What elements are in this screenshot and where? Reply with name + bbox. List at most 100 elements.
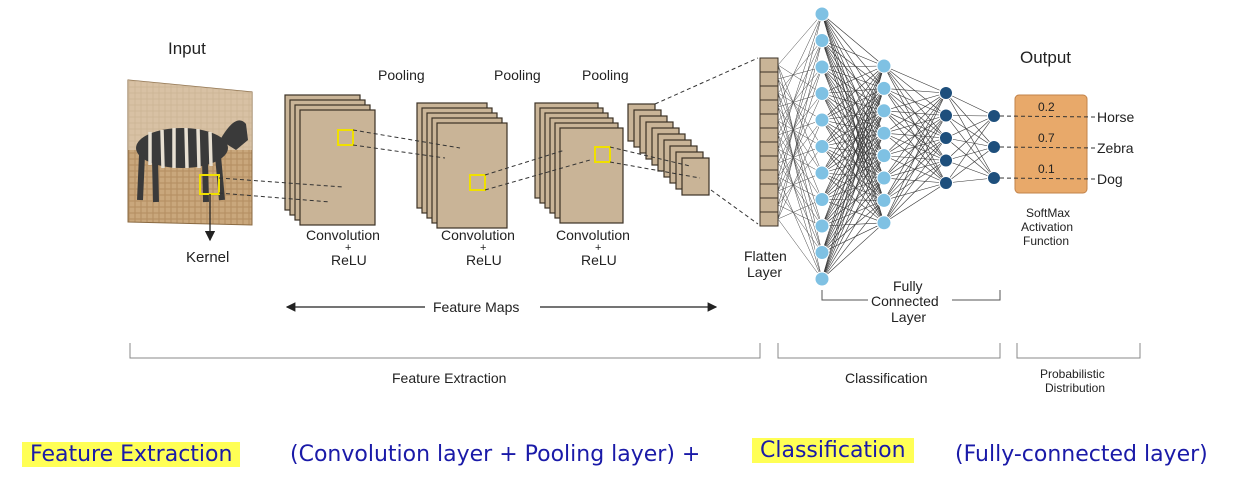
node-2-7 (876, 192, 892, 208)
svg-text:Convolution: Convolution (556, 227, 630, 243)
svg-text:+: + (595, 242, 601, 254)
pooling-label-1: Pooling (378, 67, 425, 83)
probabilistic-section-label-1: Probabilistic (1040, 367, 1105, 381)
flatten-label-2: Layer (747, 264, 782, 280)
edge-0-7-0 (821, 65, 885, 200)
edge-1-3-0 (883, 92, 947, 134)
flatten-cell-11 (759, 197, 779, 213)
flatten-cell-4 (759, 99, 779, 115)
edge-0-4-5 (821, 119, 885, 179)
edge-flatten-10-8 (777, 204, 823, 227)
edge-0-9-0 (821, 65, 885, 253)
fc-bracket (821, 290, 1001, 301)
edge-0-1-6 (821, 40, 885, 201)
edge-0-9-5 (821, 177, 885, 253)
edge-0-5-1 (821, 88, 885, 147)
edge-2-3-2 (945, 160, 995, 179)
flatten-cell-9 (759, 169, 779, 185)
edge-flatten-11-10 (777, 218, 823, 280)
flatten-cell-12 (759, 211, 779, 227)
edge-flatten-8-10 (777, 176, 823, 280)
node-1-1 (814, 6, 830, 22)
edge-flatten-2-1 (777, 40, 823, 94)
projection-line-9 (654, 57, 759, 105)
edge-flatten-8-7 (777, 176, 823, 200)
edge-0-8-0 (821, 65, 885, 227)
edge-0-3-5 (821, 93, 885, 179)
edge-0-10-7 (821, 222, 885, 280)
node-1-11 (814, 271, 830, 287)
node-3-5 (939, 176, 953, 190)
edge-0-6-3 (821, 132, 885, 174)
edge-2-1-1 (945, 115, 995, 148)
output-class-1: Horse (1097, 109, 1135, 125)
edge-0-2-5 (821, 66, 885, 179)
edge-flatten-6-3 (777, 93, 823, 150)
node-3-1 (939, 86, 953, 100)
flatten-cell-2 (759, 71, 779, 87)
edge-2-1-2 (945, 115, 995, 179)
edge-0-9-3 (821, 133, 885, 253)
edge-0-0-3 (821, 13, 885, 134)
edge-0-3-1 (821, 88, 885, 94)
edge-flatten-8-4 (777, 119, 823, 178)
edge-flatten-9-6 (777, 172, 823, 192)
edge-2-0-0 (945, 92, 995, 117)
conv-relu-label-1: Convolution + ReLU (306, 227, 380, 268)
node-1-7 (814, 165, 830, 181)
pooling-label-2: Pooling (494, 67, 541, 83)
edge-0-8-2 (821, 110, 885, 227)
edge-0-8-4 (821, 155, 885, 227)
conv-relu-label-3: Convolution + ReLU (556, 227, 630, 268)
edge-0-2-2 (821, 66, 885, 112)
edge-flatten-3-9 (777, 106, 823, 253)
edge-flatten-1-5 (777, 78, 823, 147)
node-1-10 (814, 245, 830, 260)
edge-flatten-11-7 (777, 199, 823, 220)
projection-line-2 (218, 192, 331, 203)
softmax-label-2: Activation (1021, 220, 1073, 234)
edge-0-0-4 (821, 13, 885, 156)
edge-flatten-4-8 (777, 120, 823, 227)
edge-0-1-2 (821, 40, 885, 111)
caption-feature-extraction: Feature Extraction (22, 442, 241, 467)
edge-2-2-1 (945, 137, 995, 148)
edge-flatten-4-5 (777, 120, 823, 147)
kernel-label: Kernel (186, 249, 229, 266)
edge-0-5-3 (821, 132, 885, 147)
edge-flatten-6-9 (777, 148, 823, 253)
edge-0-0-5 (821, 13, 885, 179)
svg-text:+: + (345, 242, 351, 254)
node-1-6 (814, 139, 830, 154)
edge-0-3-4 (821, 93, 885, 156)
edge-1-7-0 (883, 92, 947, 223)
receptive-field-1 (337, 129, 354, 146)
edge-0-10-3 (821, 133, 885, 280)
node-1-4 (814, 86, 830, 101)
fc-label-2: Connected (871, 293, 939, 309)
edge-flatten-9-3 (777, 93, 823, 192)
output-line-2 (999, 146, 1097, 149)
edge-flatten-5-10 (777, 134, 823, 280)
softmax-label-3: Function (1023, 234, 1069, 248)
edge-flatten-5-1 (777, 40, 823, 136)
edge-0-2-1 (821, 66, 885, 89)
edge-flatten-9-9 (777, 190, 823, 253)
edge-flatten-7-5 (777, 146, 823, 164)
output-prob-3: 0.1 (1038, 162, 1055, 176)
flatten-cell-5 (759, 113, 779, 129)
node-2-1 (876, 58, 892, 74)
feature-extraction-section-label: Feature Extraction (392, 370, 506, 386)
node-1-8 (814, 192, 830, 207)
edge-0-5-2 (821, 110, 885, 147)
edge-flatten-11-1 (777, 40, 823, 220)
node-3-4 (939, 153, 953, 168)
node-4-1 (987, 109, 1001, 123)
edge-2-0-2 (945, 92, 995, 179)
node-2-4 (876, 125, 892, 141)
feature-map-1-4 (299, 109, 376, 226)
feature-maps-label: Feature Maps (433, 299, 519, 315)
edge-1-7-4 (883, 182, 947, 224)
edge-0-10-4 (821, 155, 885, 280)
